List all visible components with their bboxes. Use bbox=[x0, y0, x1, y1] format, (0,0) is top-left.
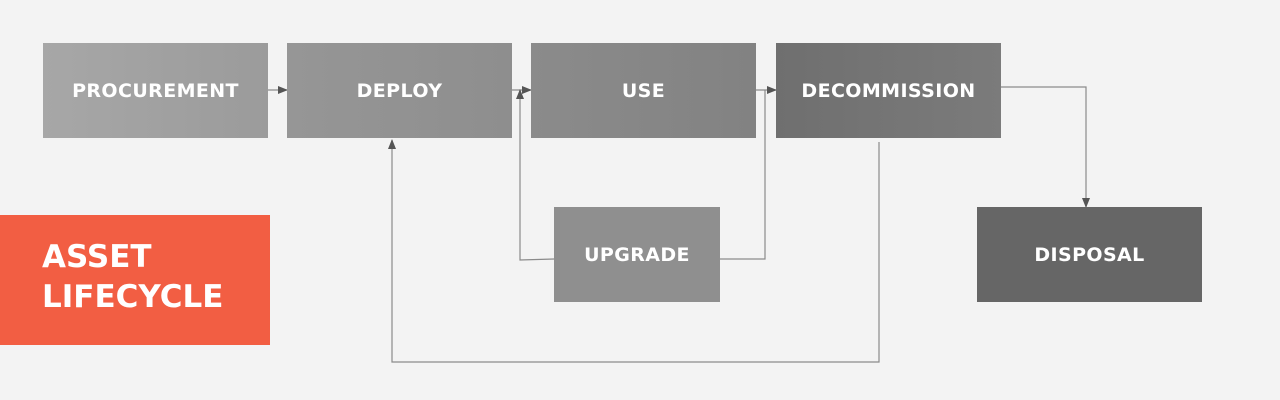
edge-upgrade-to-deploy bbox=[516, 89, 555, 261]
edge-decommission-to-deploy bbox=[388, 139, 880, 363]
node-decommission-label: DECOMMISSION bbox=[801, 79, 976, 102]
node-disposal: DISPOSAL bbox=[977, 207, 1202, 302]
node-procurement-label: PROCUREMENT bbox=[72, 79, 239, 102]
node-procurement: PROCUREMENT bbox=[43, 43, 268, 138]
diagram-title-line2: LIFECYCLE bbox=[42, 279, 224, 315]
node-deploy: DEPLOY bbox=[287, 43, 512, 138]
diagram-title-line1: ASSET bbox=[42, 239, 152, 275]
edge-decommission-to-disposal bbox=[1001, 86, 1090, 208]
node-disposal-label: DISPOSAL bbox=[1034, 243, 1145, 266]
node-use: USE bbox=[531, 43, 756, 138]
node-decommission: DECOMMISSION bbox=[776, 43, 1001, 138]
node-upgrade-label: UPGRADE bbox=[584, 243, 690, 266]
node-deploy-label: DEPLOY bbox=[356, 79, 443, 102]
node-upgrade: UPGRADE bbox=[554, 207, 720, 302]
node-use-label: USE bbox=[621, 79, 666, 102]
diagram-title-block: ASSET LIFECYCLE bbox=[0, 215, 270, 345]
